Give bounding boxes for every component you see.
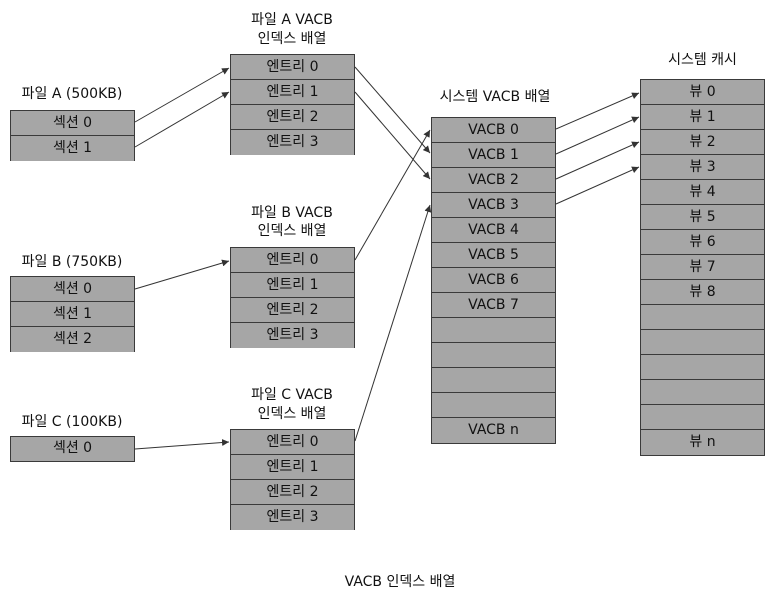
vacb-cell-2: VACB 2 <box>432 168 555 193</box>
vacb-cell-8 <box>432 318 555 343</box>
arrow-vacb1-view1 <box>555 116 640 155</box>
index-a-entry-0: 엔트리 0 <box>231 55 354 80</box>
file-b-section-1: 섹션 1 <box>11 302 134 327</box>
vacb-cell-10 <box>432 368 555 393</box>
cache-view-cell-5: 뷰 5 <box>641 205 764 230</box>
index-b-entry-1: 엔트리 1 <box>231 273 354 298</box>
index-b-entry-2: 엔트리 2 <box>231 298 354 323</box>
index-a-entry-2: 엔트리 2 <box>231 105 354 130</box>
index-a-entry-1: 엔트리 1 <box>231 80 354 105</box>
index-c-entry-0: 엔트리 0 <box>231 430 354 455</box>
vacb-cell-4: VACB 4 <box>432 218 555 243</box>
cache-view-cell-3: 뷰 3 <box>641 155 764 180</box>
index-c-entry-1: 엔트리 1 <box>231 455 354 480</box>
vacb-cell-9 <box>432 343 555 368</box>
vacb-cell-5: VACB 5 <box>432 243 555 268</box>
arrow-index-b-e0 <box>354 129 431 261</box>
cache-view-cell-9 <box>641 305 764 330</box>
cache-view-cell-11 <box>641 355 764 380</box>
arrow-file-a-s0 <box>134 67 230 123</box>
index-b-entry-0: 엔트리 0 <box>231 248 354 273</box>
cache-view-cell-10 <box>641 330 764 355</box>
file-a-label: 파일 A (500KB) <box>21 86 123 102</box>
vacb-cell-3: VACB 3 <box>432 193 555 218</box>
index-c-entry-2: 엔트리 2 <box>231 480 354 505</box>
cache-view-cell-7: 뷰 7 <box>641 255 764 280</box>
cache-view-cell-4: 뷰 4 <box>641 180 764 205</box>
index-c-entry-3: 엔트리 3 <box>231 505 354 530</box>
file-c-section-0: 섹션 0 <box>11 437 134 461</box>
index-c-title-1: 파일 C VACB <box>251 387 333 403</box>
cache-view-cell-2: 뷰 2 <box>641 130 764 155</box>
index-b-title-1: 파일 B VACB <box>251 205 333 221</box>
system-cache-title: 시스템 캐시 <box>668 52 737 68</box>
file-c-sections: 섹션 0 <box>10 436 135 462</box>
cache-view-cell-1: 뷰 1 <box>641 105 764 130</box>
file-c-label: 파일 C (100KB) <box>21 414 123 430</box>
file-b-label: 파일 B (750KB) <box>21 254 123 270</box>
vacb-cell-6: VACB 6 <box>432 268 555 293</box>
cache-view-cell-0: 뷰 0 <box>641 80 764 105</box>
index-c-title-2: 인덱스 배열 <box>257 406 327 422</box>
arrow-file-c-s0 <box>134 439 230 450</box>
arrow-index-a-e0 <box>354 66 431 154</box>
index-a-entry-3: 엔트리 3 <box>231 130 354 155</box>
index-b-title-2: 인덱스 배열 <box>257 223 327 239</box>
index-b-entry-3: 엔트리 3 <box>231 323 354 348</box>
cache-view-cell-8: 뷰 8 <box>641 280 764 305</box>
index-a-title-1: 파일 A VACB <box>251 12 333 28</box>
index-a-title-2: 인덱스 배열 <box>257 31 327 47</box>
cache-view-cell-6: 뷰 6 <box>641 230 764 255</box>
cache-view-cell-14: 뷰 n <box>641 430 764 455</box>
diagram-caption: VACB 인덱스 배열 <box>344 574 456 590</box>
vacb-cell-12: VACB n <box>432 418 555 443</box>
file-b-section-2: 섹션 2 <box>11 327 134 352</box>
vacb-cell-1: VACB 1 <box>432 143 555 168</box>
vacb-cell-0: VACB 0 <box>432 118 555 143</box>
arrow-vacb3-view3 <box>555 166 640 205</box>
file-b-section-0: 섹션 0 <box>11 277 134 302</box>
cache-view-cell-13 <box>641 405 764 430</box>
file-a-section-0: 섹션 0 <box>11 111 134 136</box>
arrow-file-a-s1 <box>134 91 230 148</box>
vacb-cell-7: VACB 7 <box>432 293 555 318</box>
file-a-section-1: 섹션 1 <box>11 136 134 161</box>
arrow-file-b-s0 <box>134 259 230 290</box>
arrow-index-c-e0 <box>354 204 432 442</box>
arrow-vacb2-view2 <box>555 141 640 180</box>
vacb-array-title: 시스템 VACB 배열 <box>439 89 551 105</box>
cache-view-cell-12 <box>641 380 764 405</box>
vacb-cell-11 <box>432 393 555 418</box>
